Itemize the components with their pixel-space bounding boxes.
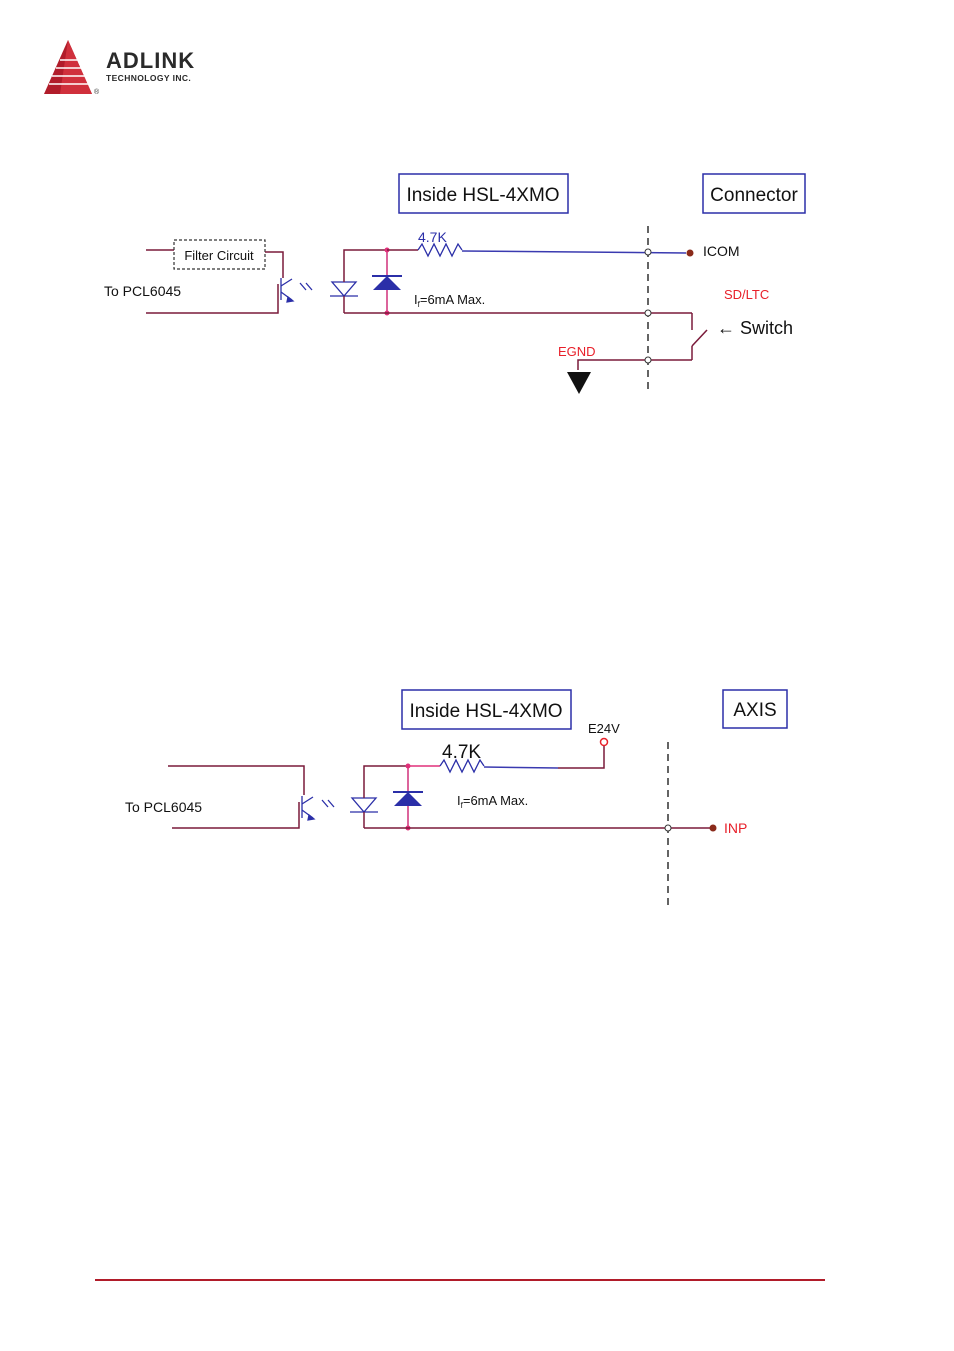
resistor-label: 4.7K [418,229,447,245]
switch-label: ← Switch [717,318,793,338]
e24v-terminal [601,739,608,746]
axis-label: AXIS [733,700,776,721]
led-icon-2 [350,798,378,812]
footer-rule [95,1279,825,1281]
inp-label: INP [724,820,747,836]
diagram-inp: Inside HSL-4XMO AXIS To PCL6045 [125,690,787,908]
current-label: If=6mA Max. [414,292,485,309]
inp-terminal [710,825,717,832]
resistor-icon [418,244,462,256]
inside-label: Inside HSL-4XMO [406,185,559,206]
ground-icon [567,372,591,394]
current-label-2: If=6mA Max. [457,793,528,810]
diagram-sd-ltc: Inside HSL-4XMO Connector Filter Circuit… [104,174,805,394]
filter-label: Filter Circuit [184,248,254,263]
resistor-label-2: 4.7K [442,742,481,763]
connector-label: Connector [710,185,798,206]
icom-label: ICOM [703,243,740,259]
switch-icon [692,313,707,360]
led-icon [330,282,358,296]
phototransistor-icon [281,278,312,302]
to-pcl-label-2: To PCL6045 [125,799,202,815]
icom-terminal [687,250,694,257]
e24v-label: E24V [588,721,620,736]
to-pcl-label: To PCL6045 [104,283,181,299]
sdltc-label: SD/LTC [724,287,769,302]
egnd-label: EGND [558,344,596,359]
phototransistor-icon-2 [302,796,334,820]
inside-label-2: Inside HSL-4XMO [409,701,562,722]
diode-icon-2 [393,792,423,806]
diode-icon [372,276,402,290]
